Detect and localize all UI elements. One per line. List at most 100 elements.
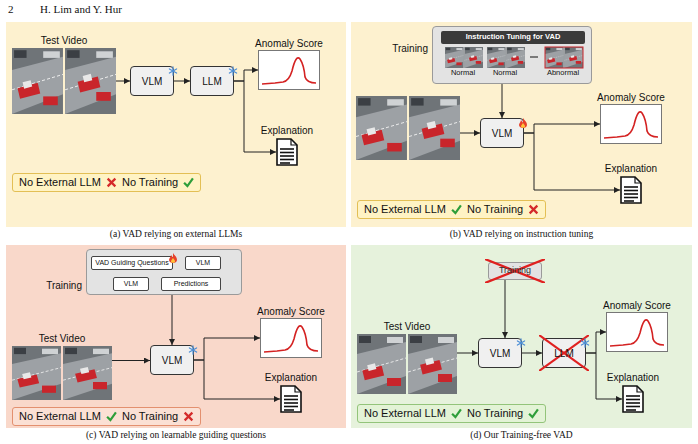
decor-line [581,341,588,345]
decor-rect [546,48,551,50]
trainable-icon [518,118,528,128]
check-mark [106,411,117,422]
decor-line [229,69,236,73]
text-holder: 2 [8,3,14,15]
panel-band: (d) Our Training-free VADTrainingTest Vi… [351,245,692,428]
decor-rect [43,51,60,58]
decor-rect [571,55,575,58]
trainable-icon [168,253,178,263]
decor-polygon [65,57,116,114]
model-box: LLM [542,338,586,368]
decor-rect [507,48,512,50]
text-holder: Explanation [607,372,659,383]
connector [586,332,606,353]
decor-polygon [464,50,483,68]
node-label: Training [392,43,428,54]
decor-line [485,259,545,283]
decor-rect [12,48,63,114]
cross-mark [183,411,194,422]
decor-rect [65,48,116,114]
check-mark [451,204,462,215]
decor-rect [476,61,481,64]
decor-rect [356,96,407,160]
decor-g [169,67,176,75]
node-label: VLM [492,128,513,139]
decor-polygon [63,353,112,400]
frozen-icon [228,62,238,72]
text-holder: Predictions [162,278,220,290]
text-holder: Explanation [265,372,317,383]
decor-line [624,186,638,188]
text-holder: LLM [543,339,585,367]
text-holder: Test Video [384,321,431,332]
decor-polygon [12,353,61,400]
decor-line [564,55,583,60]
text-holder: VLM [114,278,148,290]
decor-polygon [545,50,564,68]
decor-line [280,155,294,157]
decor-rect [518,48,524,50]
decor-path [452,205,461,213]
decor-rect [12,346,61,400]
header-bar: Instruction Tuning for VAD [441,31,585,44]
node-label: Explanation [261,125,313,136]
badge-label: No Training [122,410,178,423]
decor-line [280,148,294,150]
node-label: Anomaly Score [603,300,671,311]
video-thumbnail: Test Video [12,48,116,114]
decor-rect [14,50,26,58]
score-curve [601,105,661,143]
connector [116,81,130,82]
decor-rect [569,56,577,61]
text-holder: VLM [479,339,521,367]
decor-line [517,341,524,345]
decor-g [581,339,588,347]
text-holder: VLM [481,119,523,147]
decor-rect [387,99,404,105]
text-holder: Training [46,280,82,291]
decor-rect [446,48,451,50]
score-curve [259,51,319,89]
video-frames [12,346,112,400]
node-label: Anomaly Score [255,38,323,49]
decor-rect [42,386,56,393]
text-holder: Training [489,263,541,279]
panel-band: (c) VAD relying on learnable guiding que… [6,245,346,428]
training-box: TrainingVAD Guiding QuestionsVLMVLMPredi… [86,249,242,295]
text-holder: Anomaly Score [597,92,665,103]
panel-fill [6,245,346,428]
model-box: VLM [480,118,524,148]
connector [457,353,478,354]
connector [234,81,276,152]
decor-rect [456,62,461,65]
decor-path [291,139,297,145]
document-icon: Explanation [622,385,644,413]
node-label: VAD Guiding Questions [95,259,168,267]
badge-label: No Training [467,407,523,420]
decor-rect [564,47,583,68]
node-label: VLM [196,259,210,267]
decor-path [184,178,193,186]
check-mark [528,408,539,419]
document-icon: Explanation [280,385,302,413]
node-label: Training [499,266,531,276]
decor-line [185,413,193,421]
text-holder: (b) VAD relying on instruction tuning [351,229,692,239]
decor-path [107,412,116,420]
decor-line [169,69,176,73]
decor-rect [438,374,452,382]
text-holder: VLM [131,67,173,95]
decor-rect [65,348,77,354]
connector [505,280,506,338]
decor-rect [464,47,483,68]
decor-path [521,123,525,128]
decor-rect [93,382,107,389]
model-box: VLM [150,345,194,375]
connector [172,295,173,345]
decor-line [108,179,116,187]
sample-label: Normal [451,68,475,77]
decor-rect [469,56,477,61]
decor-rect [556,48,562,50]
frozen-icon [580,334,590,344]
